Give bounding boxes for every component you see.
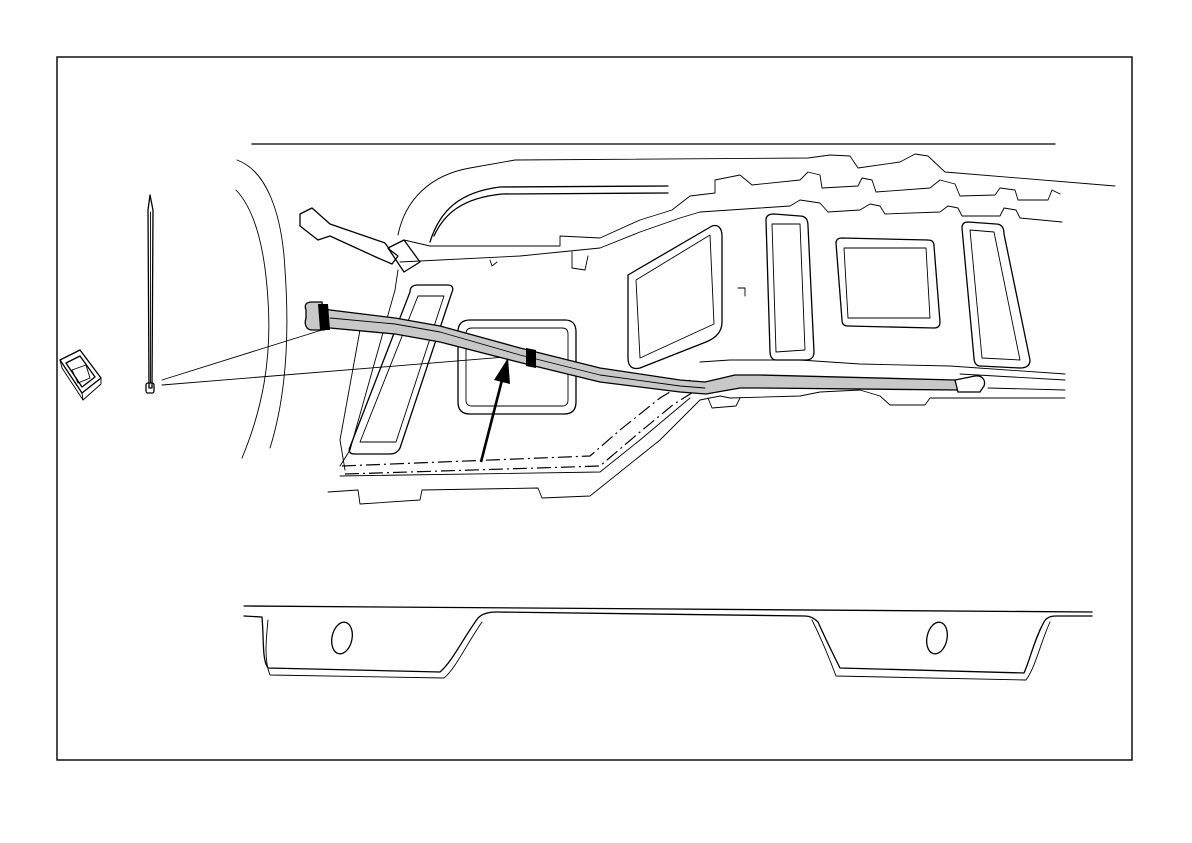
cable-tie-position-2 <box>526 348 536 368</box>
tie-mount-icon <box>60 350 101 400</box>
cable-tie-position-1 <box>318 304 330 330</box>
diagram-frame <box>57 57 1132 760</box>
routing-arrow <box>481 358 510 462</box>
mounting-hole-left <box>329 620 355 655</box>
rear-sill-panel <box>244 606 1092 680</box>
cable-tie-icon <box>146 195 154 393</box>
mounting-hole-right <box>924 620 950 655</box>
wiring-harness <box>305 302 984 394</box>
